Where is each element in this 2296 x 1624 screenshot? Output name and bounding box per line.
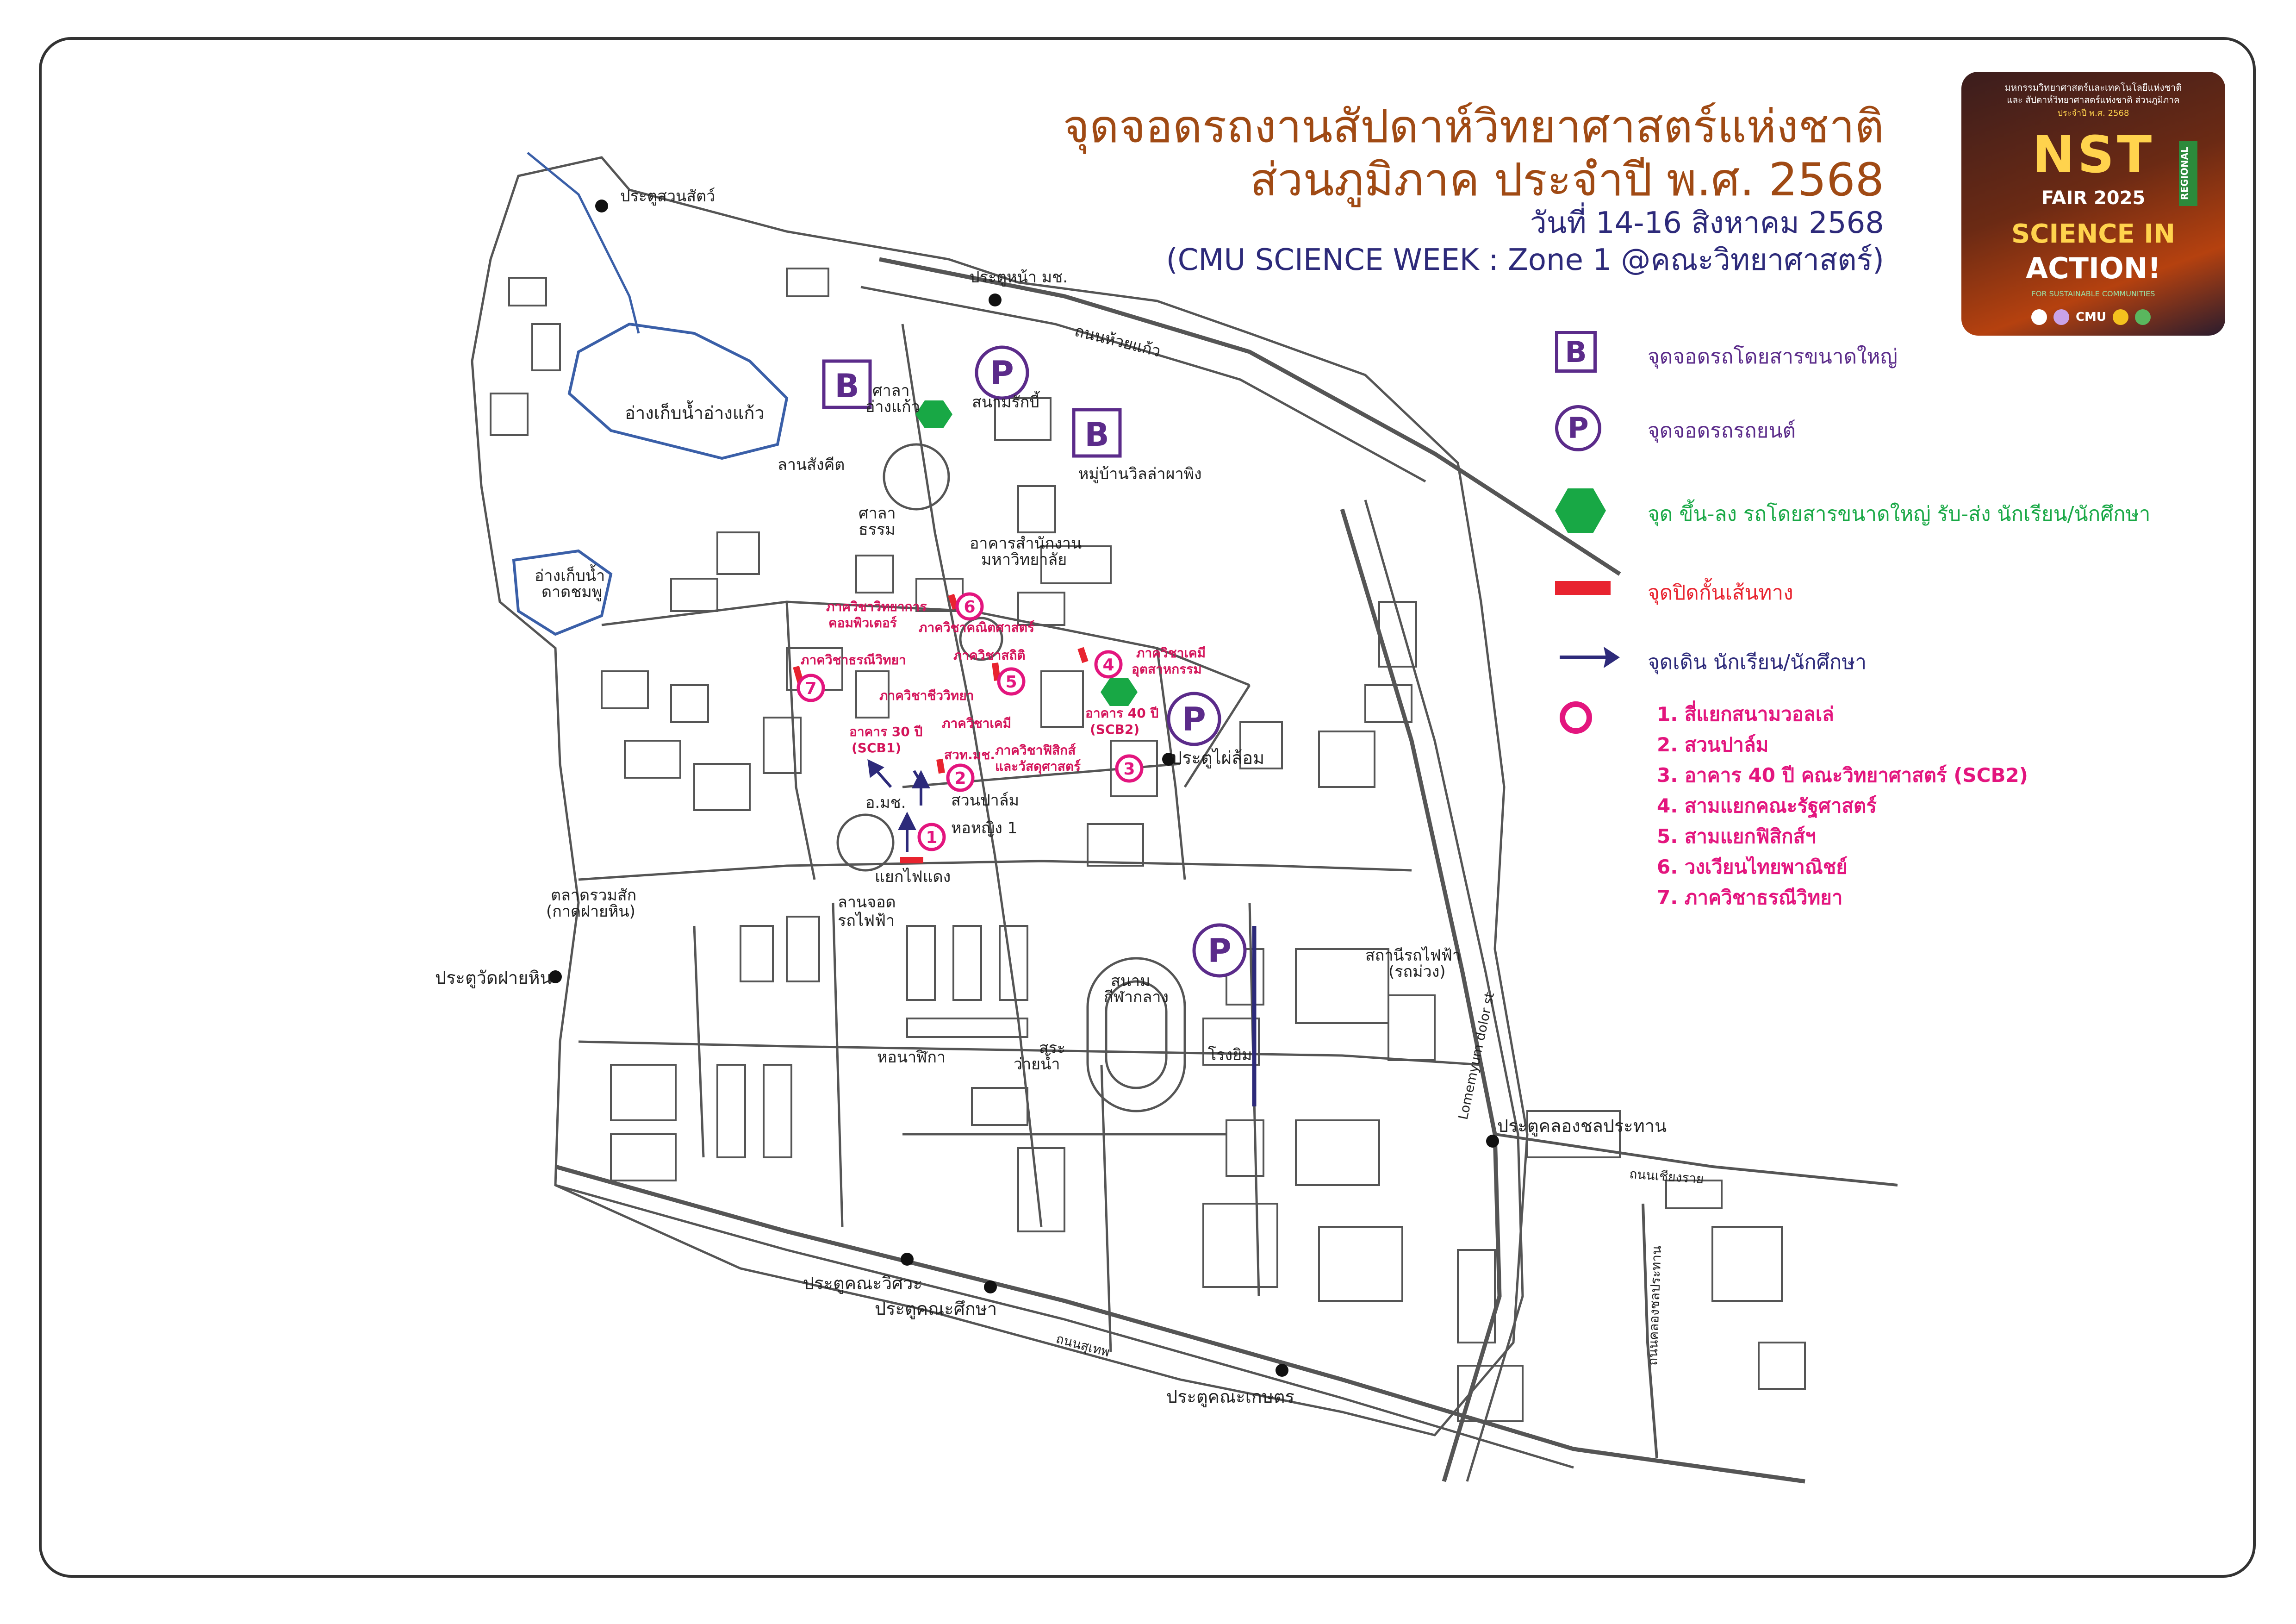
checkpoint-item: 6. วงเวียนไทยพาณิชย์	[1657, 856, 1848, 878]
checkpoint-item: 2. สวนปาล์ม	[1657, 733, 1769, 756]
partner-icon	[2031, 309, 2047, 325]
legend-checkpoint	[1555, 699, 2157, 750]
partner-logos: CMU	[2003, 308, 2179, 326]
drop-off-hexagon-icon	[1555, 488, 1606, 533]
checkpoint-item: 5. สามแยกฟิสิกส์ฯ	[1657, 825, 1816, 848]
partner-icon	[2113, 309, 2129, 325]
legend-car-parking: P จุดจอดรถรถยนต์	[1555, 405, 2157, 456]
legend-road-block: จุดปิดกั้นเส้นทาง	[1555, 567, 2157, 618]
car-parking-icon: P	[1555, 405, 1601, 451]
checkpoint-ring-icon	[1560, 701, 1592, 734]
nst-fair-logo: มหกรรมวิทยาศาสตร์และเทคโนโลยีแห่งชาติ แล…	[1961, 72, 2225, 336]
checkpoint-item: 1. สี่แยกสนามวอลเล่	[1657, 703, 1834, 725]
cmu-logo-text: CMU	[2075, 310, 2107, 324]
checkpoint-item: 4. สามแยกคณะรัฐศาสตร์	[1657, 794, 1877, 817]
legend-bus-parking: B จุดจอดรถโดยสารขนาดใหญ่	[1555, 331, 2157, 382]
regional-tag: REGIONAL	[2179, 141, 2197, 206]
partner-icon	[2053, 309, 2069, 325]
legend-walk-route: จุดเดิน นักเรียน/นักศึกษา	[1555, 637, 2157, 687]
walk-arrow-icon	[1560, 647, 1620, 668]
legend-drop-off: จุด ขึ้น-ลง รถโดยสารขนาดใหญ่ รับ-ส่ง นัก…	[1555, 488, 2157, 539]
checkpoint-item: 7. ภาควิชาธรณีวิทยา	[1657, 886, 1843, 909]
road-block-icon	[1555, 581, 1611, 595]
title-event: (CMU SCIENCE WEEK : Zone 1 @คณะวิทยาศาสต…	[1166, 243, 1884, 277]
checkpoint-list: 1. สี่แยกสนามวอลเล่ 2. สวนปาล์ม 3. อาคาร…	[1657, 699, 2028, 913]
map-frame	[39, 37, 2256, 1578]
partner-icon	[2135, 309, 2151, 325]
bus-parking-icon: B	[1555, 331, 1597, 373]
title-line-1: จุดจอดรถงานสัปดาห์วิทยาศาสตร์แห่งชาติ	[1063, 100, 1884, 153]
checkpoint-item: 3. อาคาร 40 ปี คณะวิทยาศาสตร์ (SCB2)	[1657, 764, 2028, 787]
title-date: วันที่ 14-16 สิงหาคม 2568	[1530, 206, 1884, 240]
